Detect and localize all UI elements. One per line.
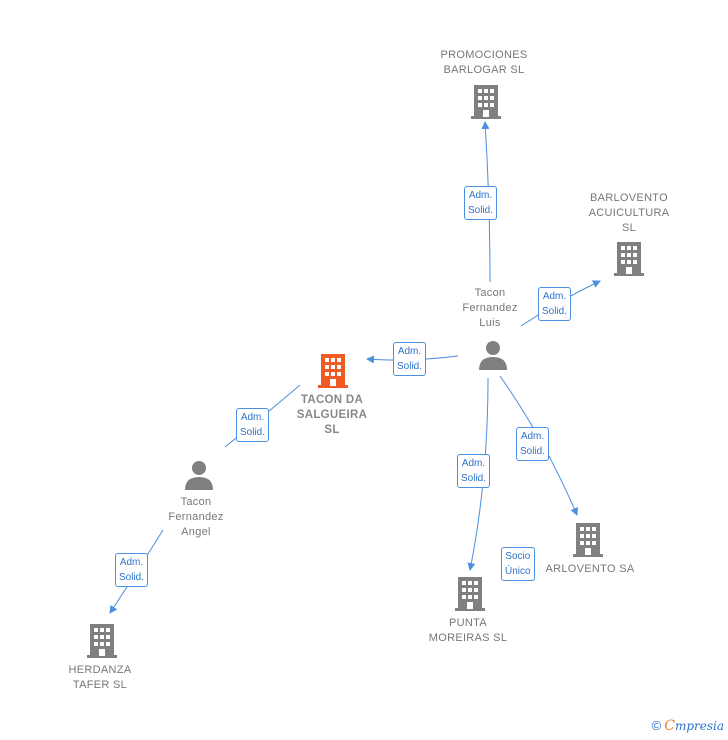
node-label: TACON DA SALGUEIRA SL bbox=[296, 394, 368, 436]
brand-footer: ©Cmpresia bbox=[652, 718, 724, 734]
node-tacon-fernandez-angel[interactable]: Tacon Fernandez Angel bbox=[146, 495, 246, 540]
node-label: ARLOVENTO SA bbox=[545, 563, 635, 575]
person-icon bbox=[479, 341, 507, 370]
building-icon bbox=[614, 242, 644, 276]
building-icon bbox=[87, 624, 117, 658]
node-label: HERDANZA TAFER SL bbox=[68, 664, 132, 691]
relation-label: Socio Único bbox=[501, 547, 535, 581]
relation-label: Adm. Solid. bbox=[538, 287, 572, 321]
relation-label: Adm. Solid. bbox=[516, 427, 550, 461]
building-icon bbox=[455, 577, 485, 611]
relation-label: Adm. Solid. bbox=[393, 342, 427, 376]
building-icon bbox=[573, 523, 603, 557]
copyright-icon: © bbox=[651, 718, 662, 733]
node-promociones-barlogar[interactable]: PROMOCIONES BARLOGAR SL bbox=[424, 48, 544, 78]
node-tacon-fernandez-luis[interactable]: Tacon Fernandez Luis bbox=[440, 286, 540, 331]
node-barlovento-acuicultura[interactable]: BARLOVENTO ACUICULTURA SL bbox=[570, 191, 688, 236]
node-herdanza-tafer[interactable]: HERDANZA TAFER SL bbox=[50, 663, 150, 693]
relation-label: Adm. Solid. bbox=[464, 186, 498, 220]
node-barlovento-sa[interactable]: ARLOVENTO SA bbox=[538, 562, 642, 577]
node-label: PROMOCIONES BARLOGAR SL bbox=[440, 49, 528, 76]
relation-label: Adm. Solid. bbox=[457, 454, 491, 488]
brand-logo-initial: C bbox=[664, 718, 675, 734]
person-icon bbox=[185, 461, 213, 490]
node-label: PUNTA MOREIRAS SL bbox=[428, 617, 508, 644]
relation-label: Adm. Solid. bbox=[115, 553, 149, 587]
node-punta-moreiras[interactable]: PUNTA MOREIRAS SL bbox=[418, 616, 518, 646]
node-label: Tacon Fernandez Angel bbox=[168, 496, 224, 538]
relation-label: Adm. Solid. bbox=[236, 408, 270, 442]
brand-logo-text: mpresia bbox=[674, 719, 724, 733]
building-icon bbox=[318, 354, 348, 388]
building-icon bbox=[471, 85, 501, 119]
node-label: Tacon Fernandez Luis bbox=[462, 287, 518, 329]
node-tacon-da-salgueira[interactable]: TACON DA SALGUEIRA SL bbox=[282, 393, 382, 438]
node-label: BARLOVENTO ACUICULTURA SL bbox=[588, 192, 670, 234]
